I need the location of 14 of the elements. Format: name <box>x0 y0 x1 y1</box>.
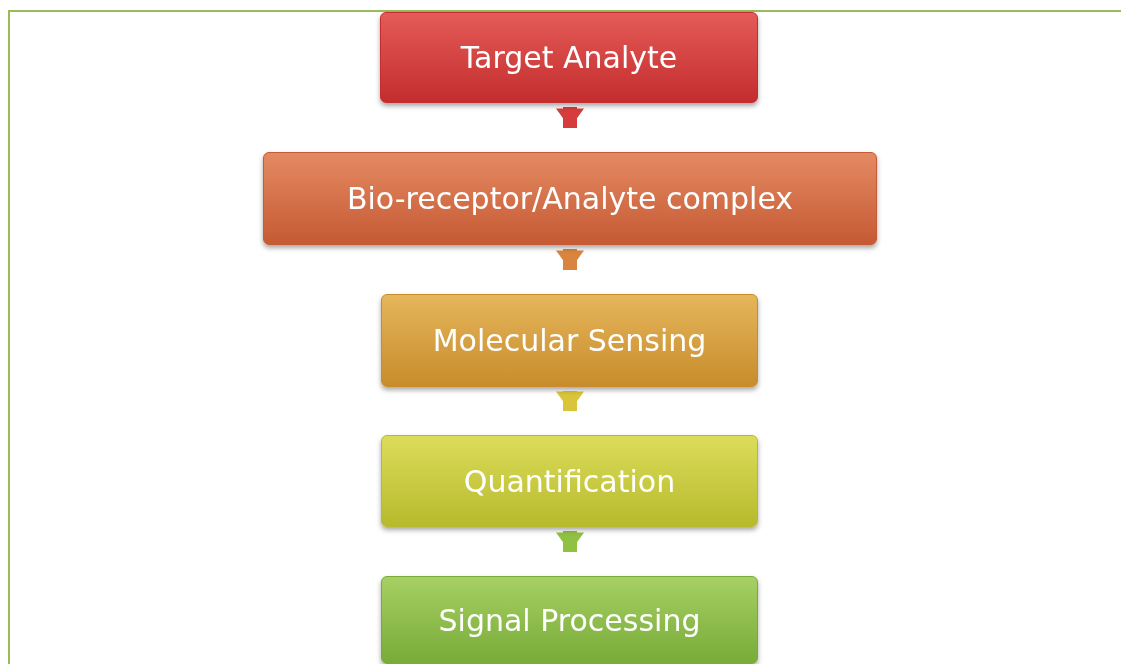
arrow <box>556 531 584 552</box>
box-label: Molecular Sensing <box>432 323 707 358</box>
box-label: Signal Processing <box>438 602 701 638</box>
box-label: Bio-receptor/Analyte complex <box>346 181 794 216</box>
process-box <box>380 12 758 103</box>
box-label: Quantification <box>463 463 676 499</box>
arrow <box>556 391 584 411</box>
process-box <box>381 576 758 664</box>
process-box <box>381 294 758 387</box>
process-box <box>381 435 758 527</box>
process-box <box>263 152 877 245</box>
box-label: Target Analyte <box>460 40 678 75</box>
arrow <box>556 249 584 270</box>
arrow <box>556 107 584 128</box>
